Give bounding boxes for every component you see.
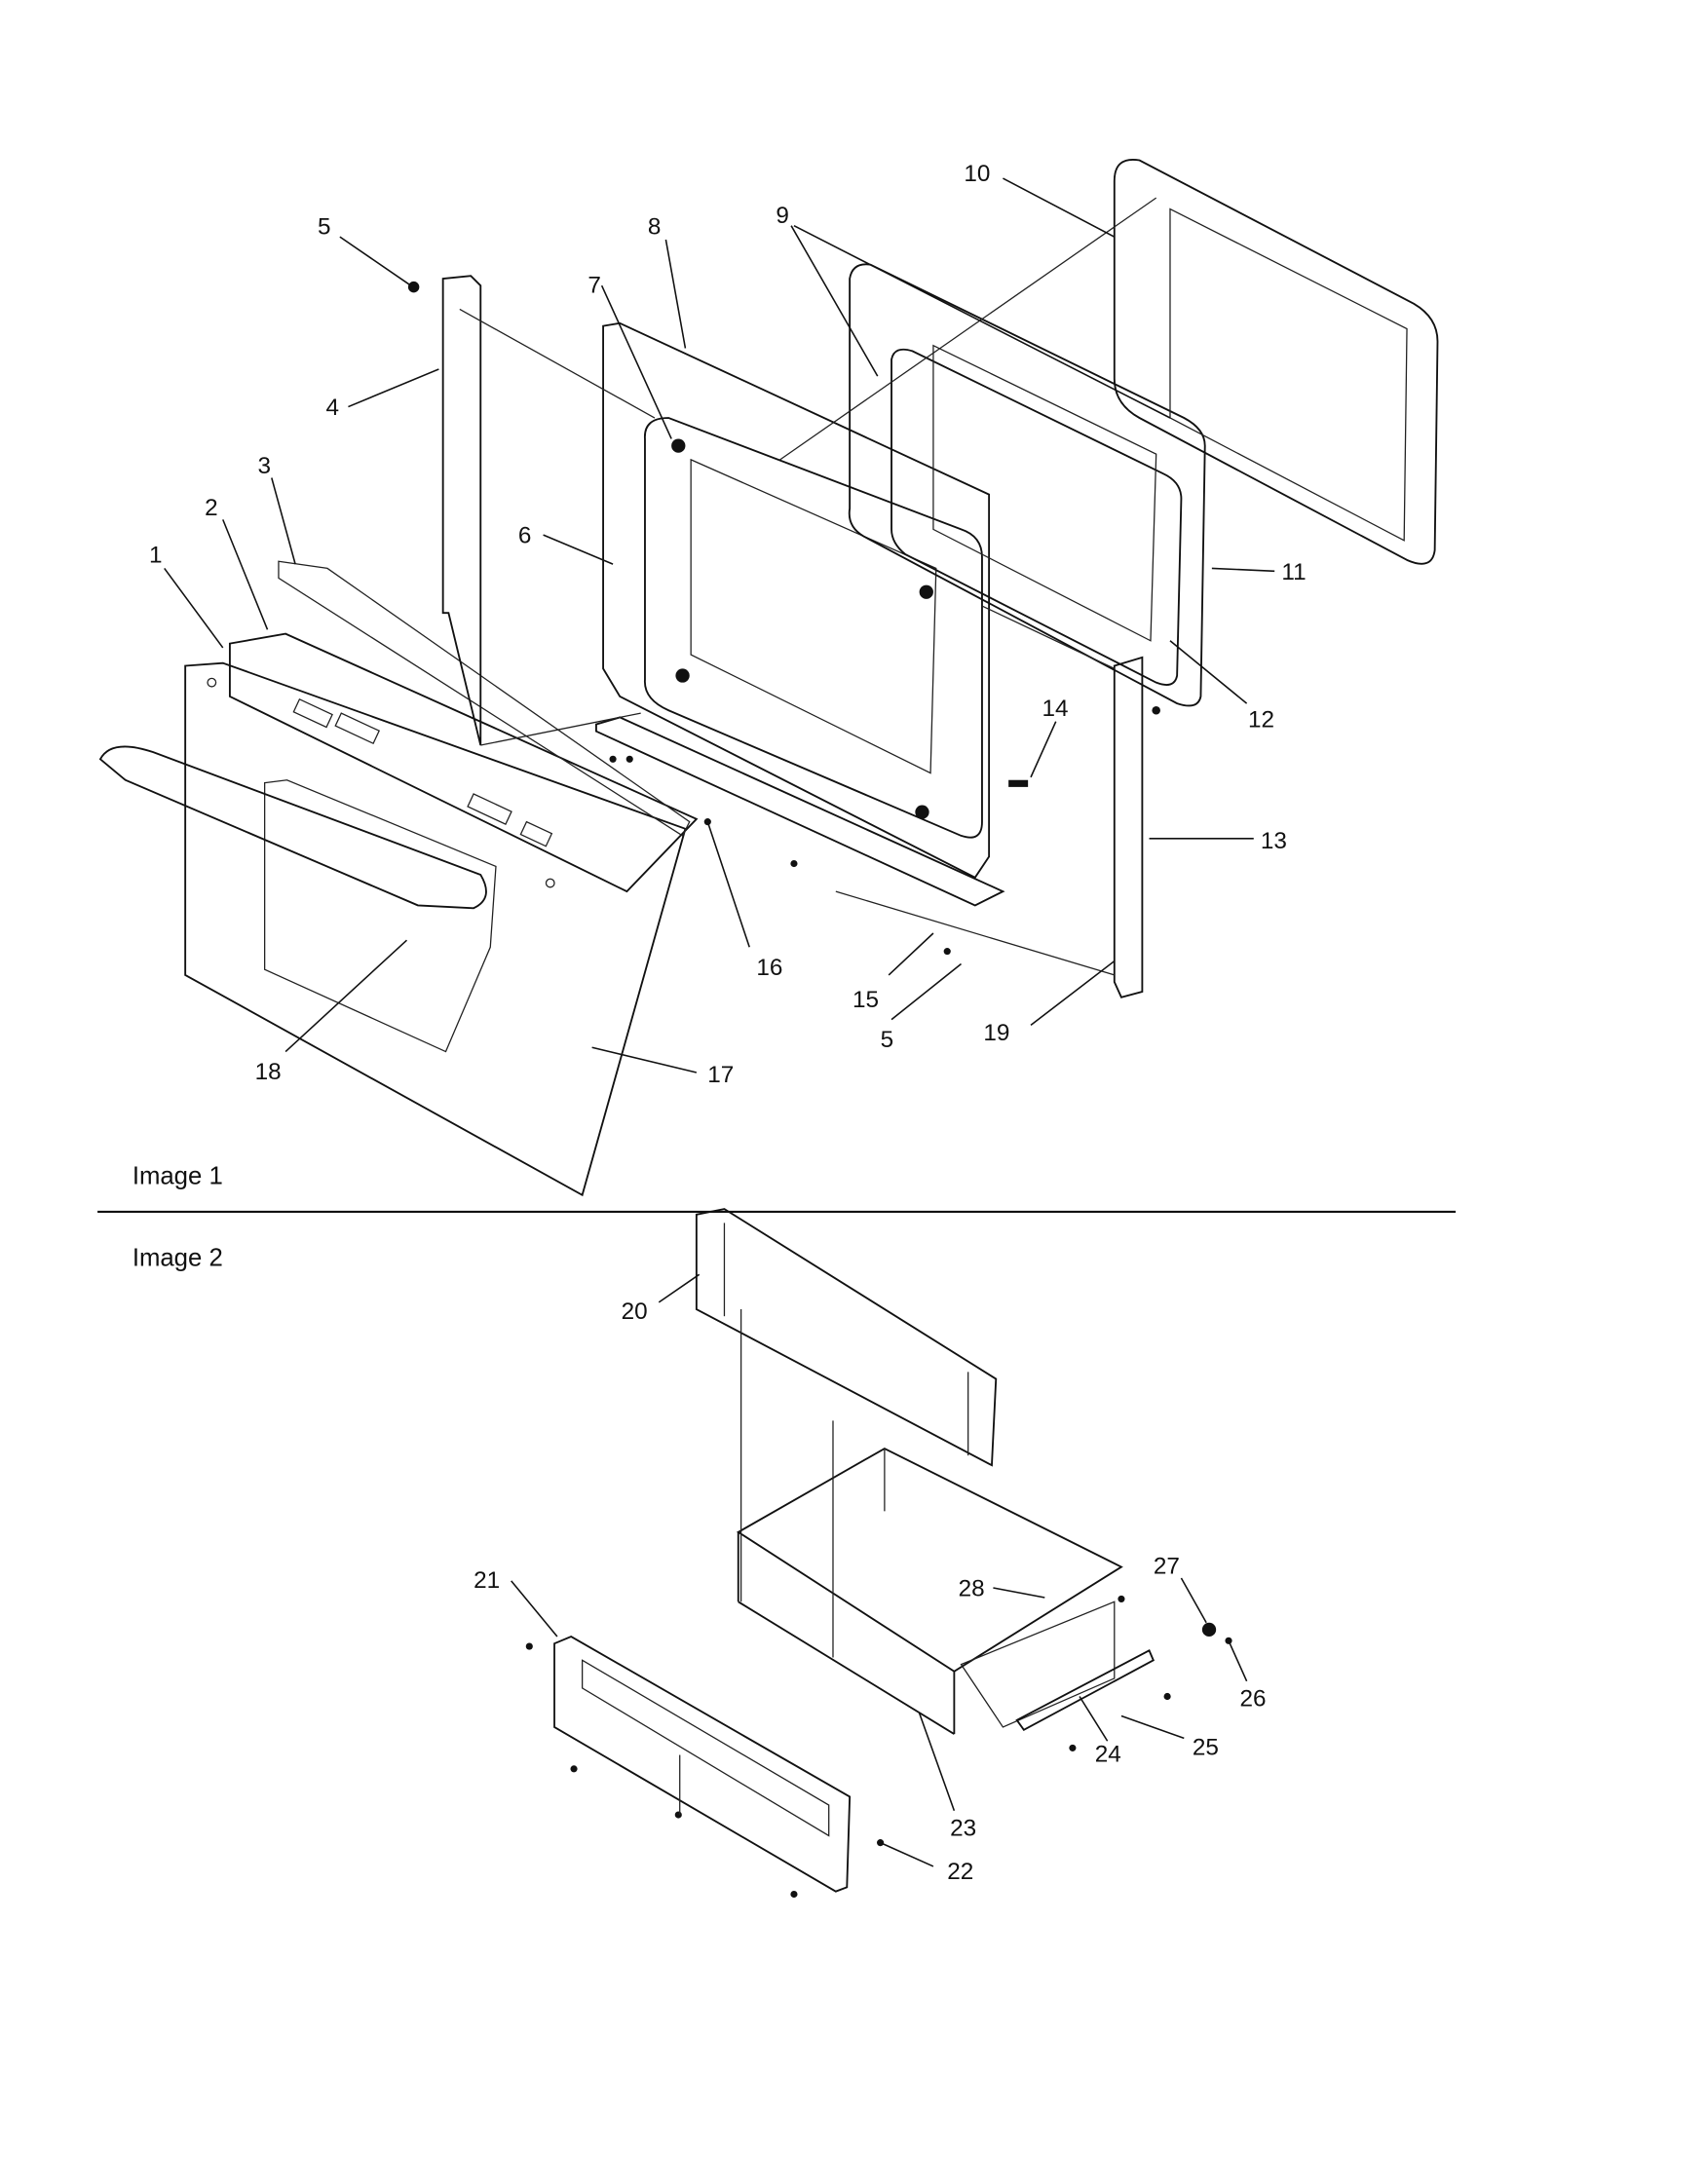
callout-4: 4: [326, 395, 340, 421]
door-bottom-bracket: [594, 716, 1005, 907]
callout-26: 26: [1239, 1686, 1266, 1713]
callout-16: 16: [756, 955, 782, 981]
drawer-screws: [525, 1595, 1232, 1899]
callout-5-lower: 5: [881, 1027, 894, 1053]
right-door-channel: [1113, 656, 1144, 998]
drawer-exploded-view: [525, 1208, 1232, 1899]
drawer-front-panel: [553, 1635, 852, 1893]
callout-17: 17: [707, 1062, 734, 1088]
drawer-rear-panel: [695, 1208, 998, 1467]
callout-18: 18: [255, 1059, 282, 1085]
callout-22: 22: [947, 1859, 973, 1885]
callout-7: 7: [587, 272, 601, 298]
callout-15: 15: [852, 987, 879, 1013]
callout-9: 9: [776, 203, 789, 229]
inner-door-panel: [602, 321, 991, 880]
door-rear-frame: [1113, 158, 1439, 565]
callout-10: 10: [964, 161, 990, 187]
callout-8: 8: [648, 213, 662, 240]
callout-1: 1: [149, 543, 163, 569]
callout-leaders-image1: [164, 177, 1275, 1073]
callout-28: 28: [959, 1576, 985, 1602]
image-1-label: Image 1: [133, 1162, 223, 1189]
drawer-slide-rail: [1015, 1649, 1156, 1732]
callout-14: 14: [1042, 696, 1068, 722]
screws: [407, 281, 1160, 956]
callout-6: 6: [518, 523, 532, 549]
image-2-label: Image 2: [133, 1245, 223, 1272]
callout-20: 20: [622, 1299, 648, 1325]
callout-23: 23: [950, 1815, 976, 1841]
top-vent-trim: [228, 560, 699, 893]
callout-leaders-image2: [511, 1273, 1248, 1867]
callout-5: 5: [318, 213, 331, 240]
outer-door-panel: [184, 661, 687, 1197]
callout-12: 12: [1248, 706, 1274, 733]
oven-door-exploded-view: [98, 158, 1439, 1197]
callout-21: 21: [474, 1567, 500, 1594]
callout-24: 24: [1095, 1742, 1121, 1768]
assembly-lines: [459, 197, 1157, 976]
callout-27: 27: [1154, 1554, 1180, 1580]
callout-13: 13: [1261, 828, 1287, 854]
door-handle: [98, 745, 487, 910]
drawer-box: [736, 1309, 1123, 1735]
callout-2: 2: [205, 495, 218, 521]
callout-11: 11: [1281, 559, 1306, 585]
door-glass-panels: [848, 263, 1206, 707]
callout-25: 25: [1193, 1735, 1219, 1761]
callout-3: 3: [258, 453, 272, 479]
left-door-channel: [441, 275, 482, 746]
callout-19: 19: [983, 1020, 1009, 1046]
